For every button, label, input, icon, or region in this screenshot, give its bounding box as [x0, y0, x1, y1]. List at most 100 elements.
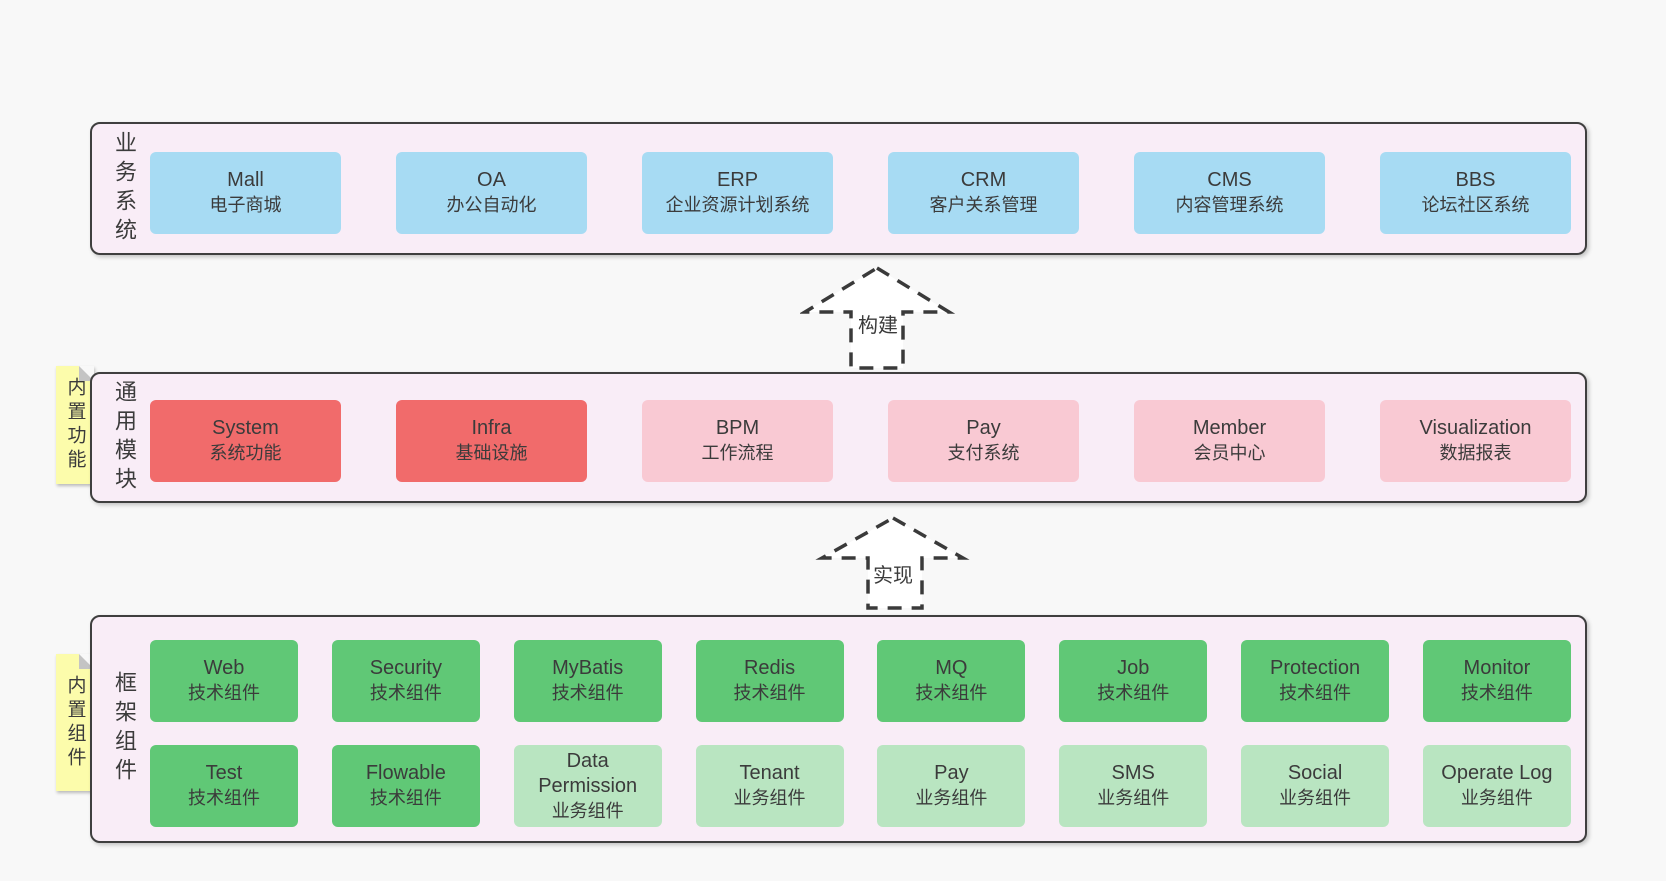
- box-name: Security: [369, 657, 442, 679]
- box-name: Job: [1117, 657, 1150, 679]
- box-name: BPM: [715, 417, 760, 439]
- common-modules-panel: 通用模块 System 系统功能 Infra 基础设施 BPM 工作流程 Pay…: [90, 372, 1587, 503]
- box-name: Redis: [743, 657, 796, 679]
- box-desc: 客户关系管理: [929, 195, 1038, 215]
- box-desc: 业务组件: [915, 788, 988, 808]
- box-desc: 工作流程: [701, 443, 774, 463]
- box-name: Pay: [966, 417, 1001, 439]
- implement-arrow-label: 实现: [870, 558, 916, 589]
- box-name: Tenant: [739, 762, 800, 784]
- box-desc: 技术组件: [915, 683, 988, 703]
- box-flowable: Flowable 技术组件: [331, 745, 480, 827]
- box-name: CRM: [960, 169, 1007, 191]
- box-bbs: BBS 论坛社区系统: [1380, 152, 1571, 234]
- box-visualization: Visualization 数据报表: [1380, 400, 1571, 482]
- box-name: Visualization: [1419, 417, 1532, 439]
- box-sms: SMS 业务组件: [1059, 745, 1208, 827]
- box-security: Security 技术组件: [331, 640, 480, 722]
- section-label-framework: 框架组件: [112, 671, 137, 787]
- box-desc: 论坛社区系统: [1421, 195, 1530, 215]
- section-label-modules: 通用模块: [112, 379, 137, 496]
- box-pay-module: Pay 支付系统: [888, 400, 1079, 482]
- box-crm: CRM 客户关系管理: [888, 152, 1079, 234]
- box-name: Social: [1287, 762, 1343, 784]
- sticky-label: 内置组件: [64, 674, 86, 771]
- box-name: Protection: [1270, 657, 1361, 679]
- box-name: BBS: [1455, 169, 1496, 191]
- box-desc: 业务组件: [551, 800, 624, 821]
- box-desc: 技术组件: [369, 788, 442, 808]
- box-name: CMS: [1207, 169, 1252, 191]
- box-cms: CMS 内容管理系统: [1134, 152, 1325, 234]
- framework-row-1: Web 技术组件 Security 技术组件 MyBatis 技术组件 Redi…: [150, 640, 1571, 722]
- box-tenant: Tenant 业务组件: [695, 745, 844, 827]
- box-name: SMS: [1111, 762, 1155, 784]
- box-redis: Redis 技术组件: [695, 640, 844, 722]
- box-member: Member 会员中心: [1134, 400, 1325, 482]
- box-desc: 业务组件: [1460, 788, 1533, 808]
- box-name: Mall: [227, 169, 264, 191]
- box-mall: Mall 电子商城: [150, 152, 341, 234]
- box-operate-log: Operate Log 业务组件: [1422, 745, 1571, 827]
- box-desc: 支付系统: [947, 443, 1020, 463]
- box-name: OA: [477, 169, 506, 191]
- box-social: Social 业务组件: [1241, 745, 1390, 827]
- box-pay-component: Pay 业务组件: [877, 745, 1026, 827]
- box-mq: MQ 技术组件: [877, 640, 1026, 722]
- box-desc: 技术组件: [1279, 683, 1352, 703]
- box-test: Test 技术组件: [150, 745, 298, 827]
- box-bpm: BPM 工作流程: [642, 400, 833, 482]
- box-name: ERP: [716, 169, 759, 191]
- box-name: Operate Log: [1441, 762, 1553, 784]
- box-name: Web: [203, 657, 245, 679]
- box-desc: 数据报表: [1439, 443, 1512, 463]
- box-name: Flowable: [365, 762, 446, 784]
- box-name: Monitor: [1463, 657, 1531, 679]
- business-row: Mall 电子商城 OA 办公自动化 ERP 企业资源计划系统 CRM 客户关系…: [150, 152, 1571, 234]
- business-systems-panel: 业务系统 Mall 电子商城 OA 办公自动化 ERP 企业资源计划系统 CRM…: [90, 122, 1587, 255]
- box-desc: 技术组件: [188, 683, 260, 703]
- box-infra: Infra 基础设施: [396, 400, 587, 482]
- box-name: Infra: [471, 417, 512, 439]
- box-desc: 业务组件: [1097, 788, 1170, 808]
- box-desc: 业务组件: [733, 788, 806, 808]
- box-job: Job 技术组件: [1059, 640, 1208, 722]
- section-label-business: 业务系统: [112, 130, 137, 247]
- box-name: MyBatis: [552, 657, 624, 679]
- sticky-label: 内置功能: [64, 377, 86, 473]
- box-desc: 电子商城: [209, 195, 282, 215]
- box-protection: Protection 技术组件: [1241, 640, 1390, 722]
- box-desc: 系统功能: [209, 443, 282, 463]
- box-desc: 技术组件: [1097, 683, 1170, 703]
- box-system: System 系统功能: [150, 400, 341, 482]
- implement-arrow: 实现: [815, 512, 971, 614]
- box-name: Member: [1192, 417, 1267, 439]
- box-name: Data Permission: [538, 749, 638, 797]
- sticky-note-built-in-features: 内置功能: [56, 366, 94, 484]
- modules-row: System 系统功能 Infra 基础设施 BPM 工作流程 Pay 支付系统…: [150, 400, 1571, 482]
- box-desc: 技术组件: [551, 683, 624, 703]
- box-name: Test: [205, 762, 243, 784]
- box-monitor: Monitor 技术组件: [1422, 640, 1571, 722]
- box-desc: 基础设施: [455, 443, 528, 463]
- box-web: Web 技术组件: [150, 640, 298, 722]
- box-name: Pay: [934, 762, 969, 784]
- box-desc: 内容管理系统: [1175, 195, 1284, 215]
- box-erp: ERP 企业资源计划系统: [642, 152, 833, 234]
- build-arrow: 构建: [800, 262, 956, 374]
- box-desc: 业务组件: [1279, 788, 1352, 808]
- box-oa: OA 办公自动化: [396, 152, 587, 234]
- box-mybatis: MyBatis 技术组件: [513, 640, 662, 722]
- box-desc: 技术组件: [733, 683, 806, 703]
- box-desc: 技术组件: [1460, 683, 1533, 703]
- box-name: MQ: [935, 657, 968, 679]
- box-desc: 技术组件: [188, 788, 260, 808]
- box-desc: 会员中心: [1193, 443, 1266, 463]
- box-name: System: [212, 417, 279, 439]
- box-desc: 办公自动化: [446, 195, 537, 215]
- sticky-note-built-in-components: 内置组件: [56, 654, 94, 791]
- build-arrow-label: 构建: [855, 308, 901, 339]
- box-desc: 技术组件: [369, 683, 442, 703]
- box-data-permission: Data Permission 业务组件: [513, 745, 662, 827]
